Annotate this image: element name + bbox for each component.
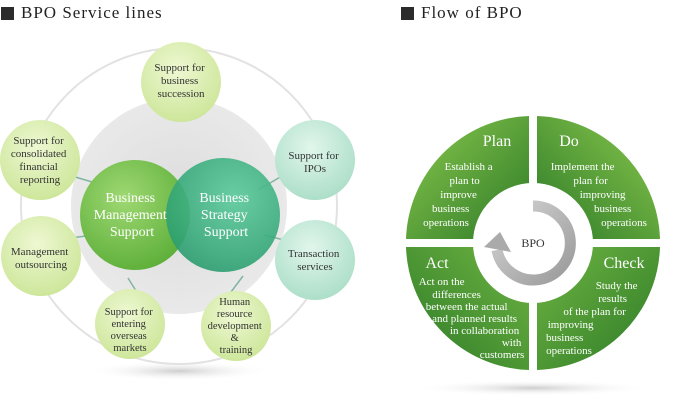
svg-text:Plan: Plan (483, 133, 511, 150)
square-bullet-icon (1, 6, 14, 20)
service-lines-heading: BPO Service lines (1, 2, 163, 24)
satellite-ipos: Support for IPOs (275, 120, 355, 200)
satellite-hr-development: Human resource development & training (201, 291, 271, 361)
floor-shadow (87, 361, 271, 381)
do-section: Do Implement the plan for improving busi… (551, 133, 647, 229)
act-section: Act Act on the differences between the a… (419, 255, 525, 361)
service-lines-title: BPO Service lines (21, 3, 163, 22)
svg-text:Management outsourcing: Management outsourcing (11, 246, 71, 271)
svg-text:Check: Check (604, 255, 645, 272)
cycle-arrow-icon (484, 200, 576, 286)
check-section: Check Study the results of the plan for … (546, 255, 644, 357)
main-circle-business-strategy-support (166, 158, 280, 272)
square-bullet-icon (401, 6, 414, 20)
flow-floor-shadow (413, 380, 653, 396)
satellite-consolidated-reporting: Support for consolidated financial repor… (0, 120, 80, 200)
svg-text:Support for entering: Support for entering overseas markets (105, 307, 156, 354)
svg-text:Do: Do (559, 133, 579, 150)
satellite-management-outsourcing: Management outsourcing (1, 216, 81, 296)
svg-text:Transaction services: Transaction services (288, 248, 342, 273)
svg-text:Human resource: Human resource development & training (208, 297, 265, 356)
flow-heading: Flow of BPO (401, 2, 523, 24)
svg-text:Implement the plan for: Implement the plan for improving busines… (551, 161, 647, 229)
main-circle-business-management-support (80, 160, 190, 270)
svg-text:Establish a plan to: Establish a plan to improve business ope… (423, 161, 495, 229)
satellite-transaction-services: Transaction services (275, 220, 355, 300)
svg-text:Act: Act (425, 255, 449, 272)
svg-text:Act on the differences: Act on the differences between the actua… (419, 276, 525, 361)
svg-text:Study the results: Study the results of the plan for improv… (546, 280, 640, 357)
satellite-business-succession: Support for business succession (141, 42, 221, 122)
main-left-label: Business Management Support (94, 191, 171, 240)
svg-text:Support for consolidat: Support for consolidated financial repor… (11, 135, 69, 186)
flow-title: Flow of BPO (421, 3, 523, 22)
satellite-overseas-markets: Support for entering overseas markets (95, 289, 165, 359)
svg-text:Support for business: Support for business succession (154, 62, 207, 100)
flow-center-label: BPO (521, 236, 545, 250)
plan-section: Plan Establish a plan to improve busines… (423, 133, 511, 229)
main-right-label: Business Strategy Support (199, 191, 252, 240)
svg-text:Support for IPOs: Support for IPOs (288, 150, 341, 175)
